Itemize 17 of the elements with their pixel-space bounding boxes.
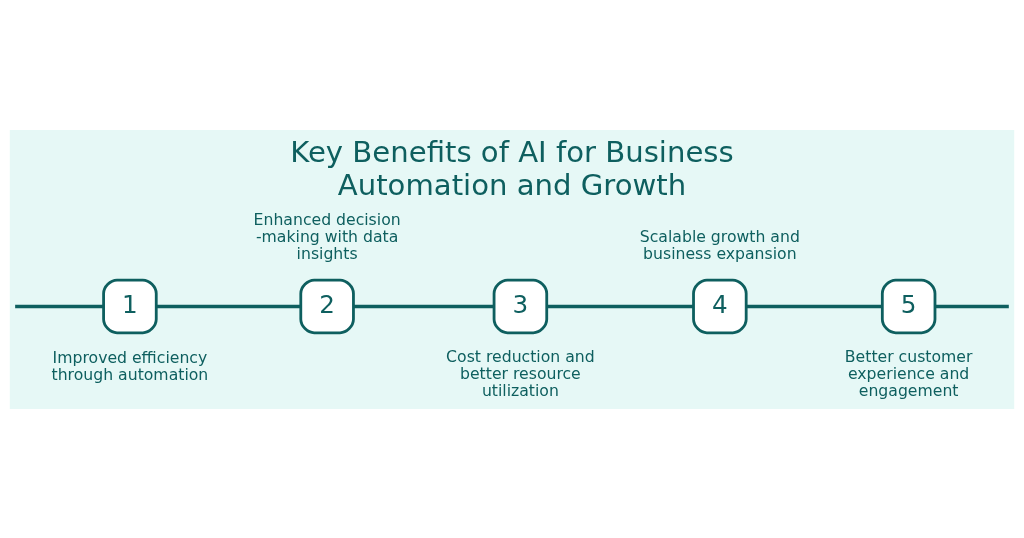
node-box: 1 xyxy=(102,278,158,334)
connector xyxy=(935,304,1009,308)
connector xyxy=(156,304,301,308)
connector xyxy=(546,304,694,308)
node-box: 2 xyxy=(299,278,355,334)
connector xyxy=(353,304,494,308)
node-label: Better customer experience and engagement xyxy=(844,346,973,400)
node-box: 4 xyxy=(692,278,748,334)
connector xyxy=(746,304,883,308)
node-label: Cost reduction and better resource utilization xyxy=(446,346,595,400)
node-box: 5 xyxy=(880,278,937,334)
node-label: Enhanced decision -making with data insights xyxy=(253,209,401,263)
node-label: Improved efficiency through automation xyxy=(51,347,209,384)
diagram-title: Key Benefits of AI for Business Automation and Growth xyxy=(290,134,734,202)
node-box: 3 xyxy=(492,278,549,334)
node-label: Scalable growth and business expansion xyxy=(639,226,800,263)
connector xyxy=(15,304,104,308)
